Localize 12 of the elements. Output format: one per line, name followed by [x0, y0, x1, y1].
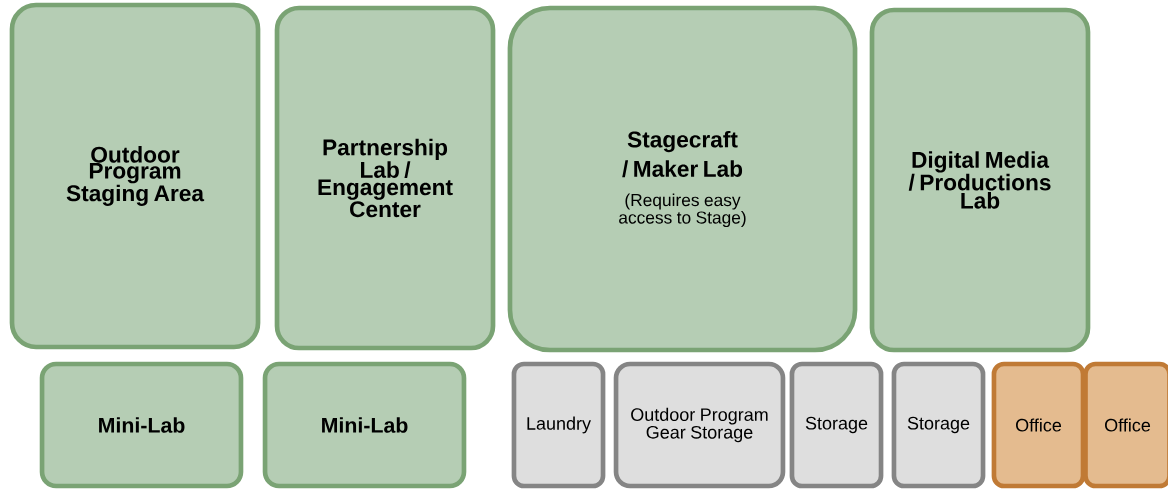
room-box: Stagecraft / Maker Lab (Requires easy access to Stage) [507, 5, 858, 353]
room-box: Storage [789, 361, 884, 489]
room-box: Outdoor Program Staging Area [9, 2, 261, 350]
room-box: Mini-Lab [39, 361, 244, 489]
room-box: Storage [891, 361, 986, 489]
room-box: Outdoor Program Gear Storage [613, 361, 786, 489]
room-box: Office [991, 361, 1086, 489]
room-box: Partnership Lab / Engagement Center [274, 5, 496, 351]
room-box: Mini-Lab [262, 361, 467, 489]
room-box: Laundry [511, 361, 606, 489]
room-box: Digital Media / Productions Lab [869, 7, 1091, 353]
room-box: Office [1083, 361, 1168, 489]
